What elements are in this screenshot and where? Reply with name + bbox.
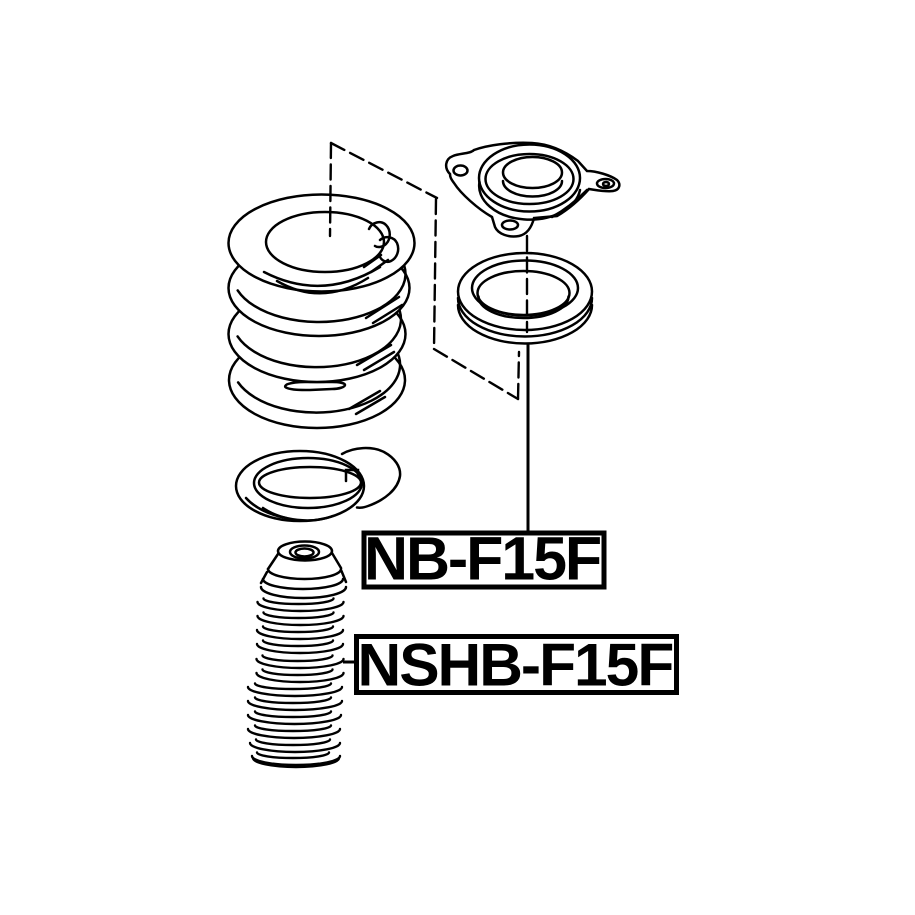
svg-text:NSHB-F15F: NSHB-F15F bbox=[358, 631, 673, 699]
svg-text:NB-F15F: NB-F15F bbox=[364, 525, 601, 593]
